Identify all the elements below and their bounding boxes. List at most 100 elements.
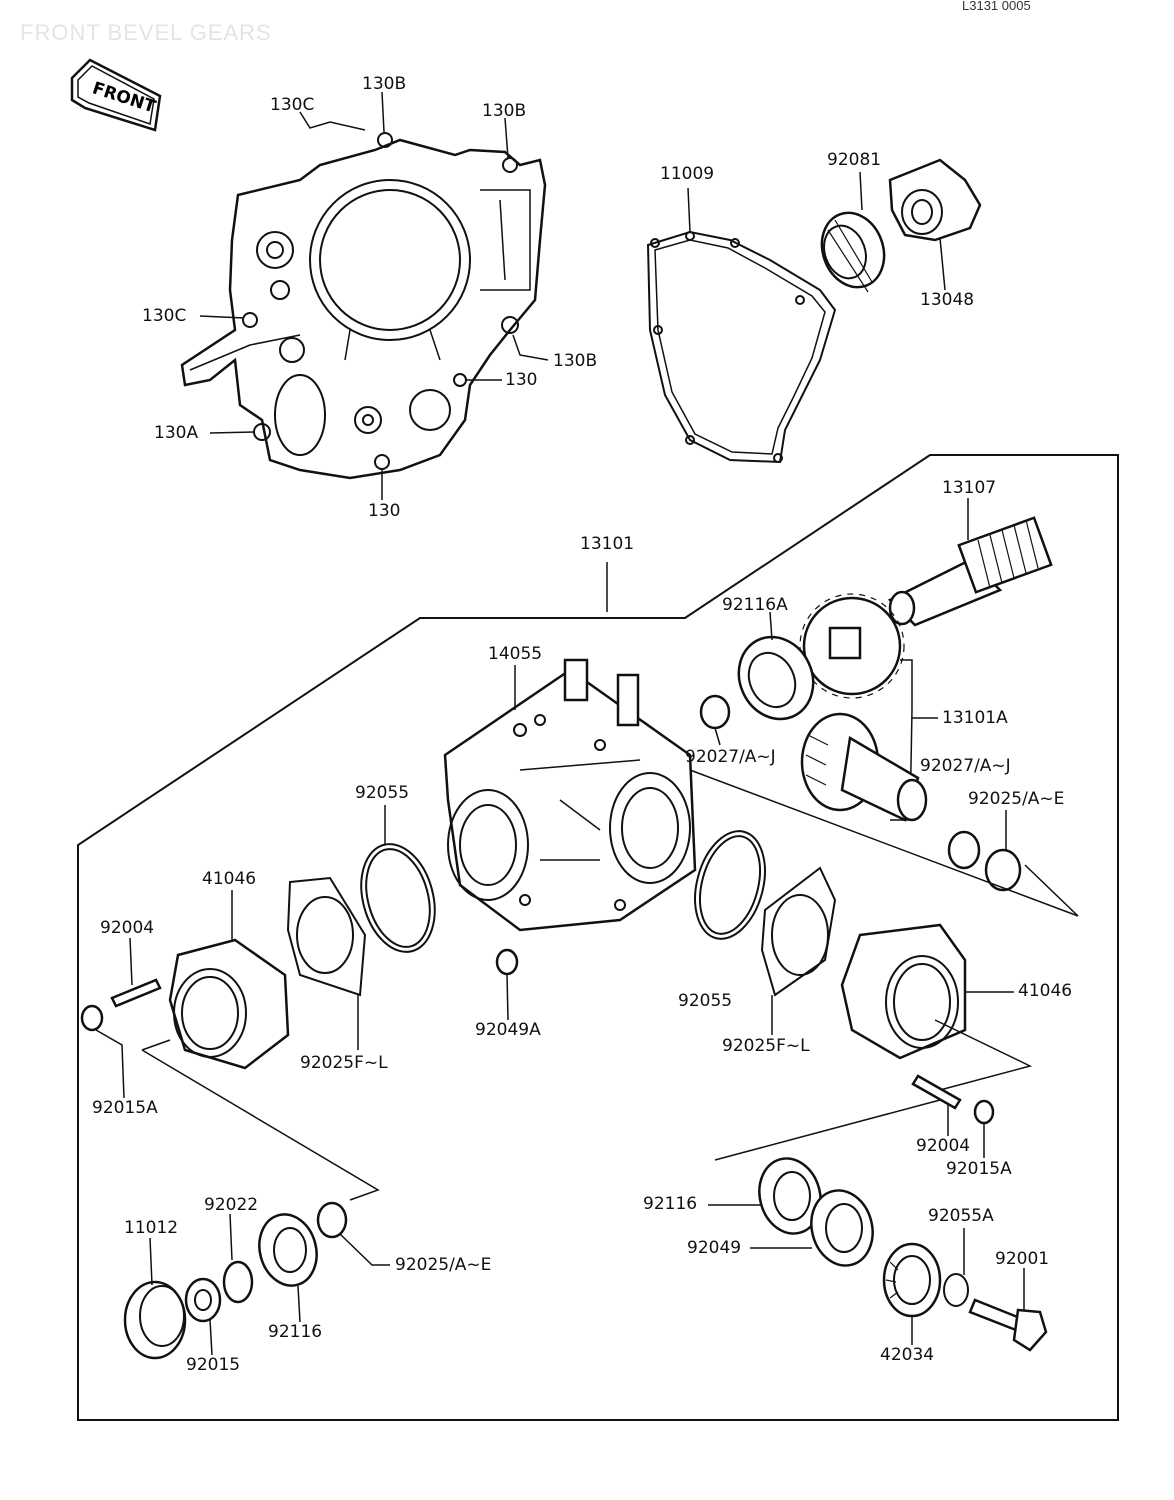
callout-92004-left: 92004 [100, 918, 155, 938]
nut-92015A-right [973, 1099, 995, 1125]
leader-92049A [506, 973, 509, 1021]
leader-92081 [859, 171, 863, 211]
leader-92116-left [297, 1285, 301, 1323]
leader-92004-left [129, 937, 133, 986]
callout-130A: 130A [154, 423, 199, 443]
nut-92015 [184, 1277, 222, 1323]
leader-11012 [149, 1237, 153, 1286]
leader-92015 [209, 1319, 213, 1356]
leader-92025-left [339, 1233, 390, 1266]
callout-92049: 92049 [687, 1238, 742, 1258]
gear-13101A [799, 593, 913, 821]
nut-92049A [495, 948, 519, 976]
cap-11012 [123, 1280, 187, 1360]
callout-92049A: 92049A [475, 1020, 541, 1040]
callout-92116-right: 92116 [643, 1194, 698, 1214]
callout-130B-top: 130B [362, 74, 407, 94]
callout-92081: 92081 [827, 150, 882, 170]
callout-13101: 13101 [580, 534, 635, 554]
diagram-title: FRONT BEVEL GEARS [20, 20, 272, 45]
shim-92025-left [316, 1201, 348, 1239]
callout-11009: 11009 [660, 164, 715, 184]
callout-130B-right: 130B [482, 101, 527, 121]
collar [947, 830, 981, 870]
leader-assembly-lower-right [714, 1099, 941, 1161]
leader-11009 [687, 187, 691, 233]
leader-13048 [939, 237, 946, 291]
o-ring-92055-right [694, 830, 766, 940]
leader-line-right [689, 769, 1079, 917]
callout-92055-top: 92055 [355, 783, 410, 803]
oil-seal-92081 [820, 211, 886, 293]
washer-92022 [222, 1260, 254, 1304]
gasket-11009 [646, 230, 837, 464]
bearing-92116A [737, 635, 815, 721]
leader-130C-left [199, 315, 245, 319]
shim-plate-92025FL-left [286, 876, 367, 997]
bearing-92116-left [258, 1213, 318, 1287]
bearing-housing-41046-left [168, 938, 290, 1070]
pinion-gear [800, 712, 928, 822]
callout-92015: 92015 [186, 1355, 241, 1375]
leader-92027-left [714, 727, 721, 746]
callout-92004-right: 92004 [916, 1136, 971, 1156]
callout-92022: 92022 [204, 1195, 259, 1215]
callout-41046-left: 41046 [202, 869, 257, 889]
callout-92025FL-right: 92025F~L [722, 1036, 810, 1056]
callout-11012: 11012 [124, 1218, 179, 1238]
callout-13048: 13048 [920, 290, 975, 310]
callout-130B-lower: 130B [553, 351, 598, 371]
leader-130C-top [299, 111, 366, 131]
diagram-code: L3131 0005 [962, 0, 1031, 13]
callout-42034: 42034 [880, 1345, 935, 1365]
leader-130A [209, 431, 255, 434]
leader-assembly-left [141, 1039, 380, 1201]
shim-92025-right [984, 848, 1022, 892]
gear-case-14055 [443, 658, 697, 932]
callout-14055: 14055 [488, 644, 543, 664]
crankcase-cover [180, 132, 547, 480]
callout-13101A: 13101A [942, 708, 1008, 728]
callout-92027-left: 92027/A~J [685, 747, 776, 767]
nut-92015A-left [80, 1004, 104, 1032]
bearing-92116-right [758, 1157, 822, 1235]
callout-130-right: 130 [505, 370, 538, 390]
washer-92055A [943, 1273, 969, 1307]
leader-130B-right [504, 117, 509, 159]
callout-92025AE-right: 92025/A~E [968, 789, 1065, 809]
callout-92116A: 92116A [722, 595, 788, 615]
coupling-gear-42034 [882, 1242, 942, 1318]
housing-13048 [888, 158, 982, 242]
assembly-outline [77, 454, 1119, 1421]
leader-130B-top [381, 91, 385, 133]
leader-92116A [769, 611, 773, 641]
callout-92015A-left: 92015A [92, 1098, 158, 1118]
callout-92055-mid: 92055 [678, 991, 733, 1011]
shim-plate-92025FL-right [760, 866, 837, 997]
callout-130C-top: 130C [270, 95, 315, 115]
front-arrow-icon: FRONT [70, 58, 162, 132]
callout-130C-left: 130C [142, 306, 187, 326]
bearing-92049 [810, 1189, 874, 1267]
callout-92116-left: 92116 [268, 1322, 323, 1342]
callout-92001: 92001 [995, 1249, 1050, 1269]
leader-92022 [229, 1213, 233, 1261]
shim-92027 [699, 694, 731, 730]
stud-92004-right [911, 1074, 962, 1110]
leader-assembly-right [934, 1019, 1033, 1091]
o-ring-92055-left [360, 843, 436, 953]
callout-92055A: 92055A [928, 1206, 994, 1226]
callout-41046-right: 41046 [1018, 981, 1073, 1001]
bearing-housing-41046-right [840, 923, 967, 1060]
callout-92025AE-left: 92025/A~E [395, 1255, 492, 1275]
stud-92004-left [110, 978, 162, 1008]
callout-130-bottom: 130 [368, 501, 401, 521]
bolt-92001 [968, 1298, 1048, 1352]
leader-130B-lower [512, 334, 549, 361]
shaft-13107 [887, 516, 1053, 627]
callout-92015A-right: 92015A [946, 1159, 1012, 1179]
leader-92015A-left [95, 1029, 125, 1099]
callout-92025FL-left: 92025F~L [300, 1053, 388, 1073]
callout-92027-right: 92027/A~J [920, 756, 1011, 776]
